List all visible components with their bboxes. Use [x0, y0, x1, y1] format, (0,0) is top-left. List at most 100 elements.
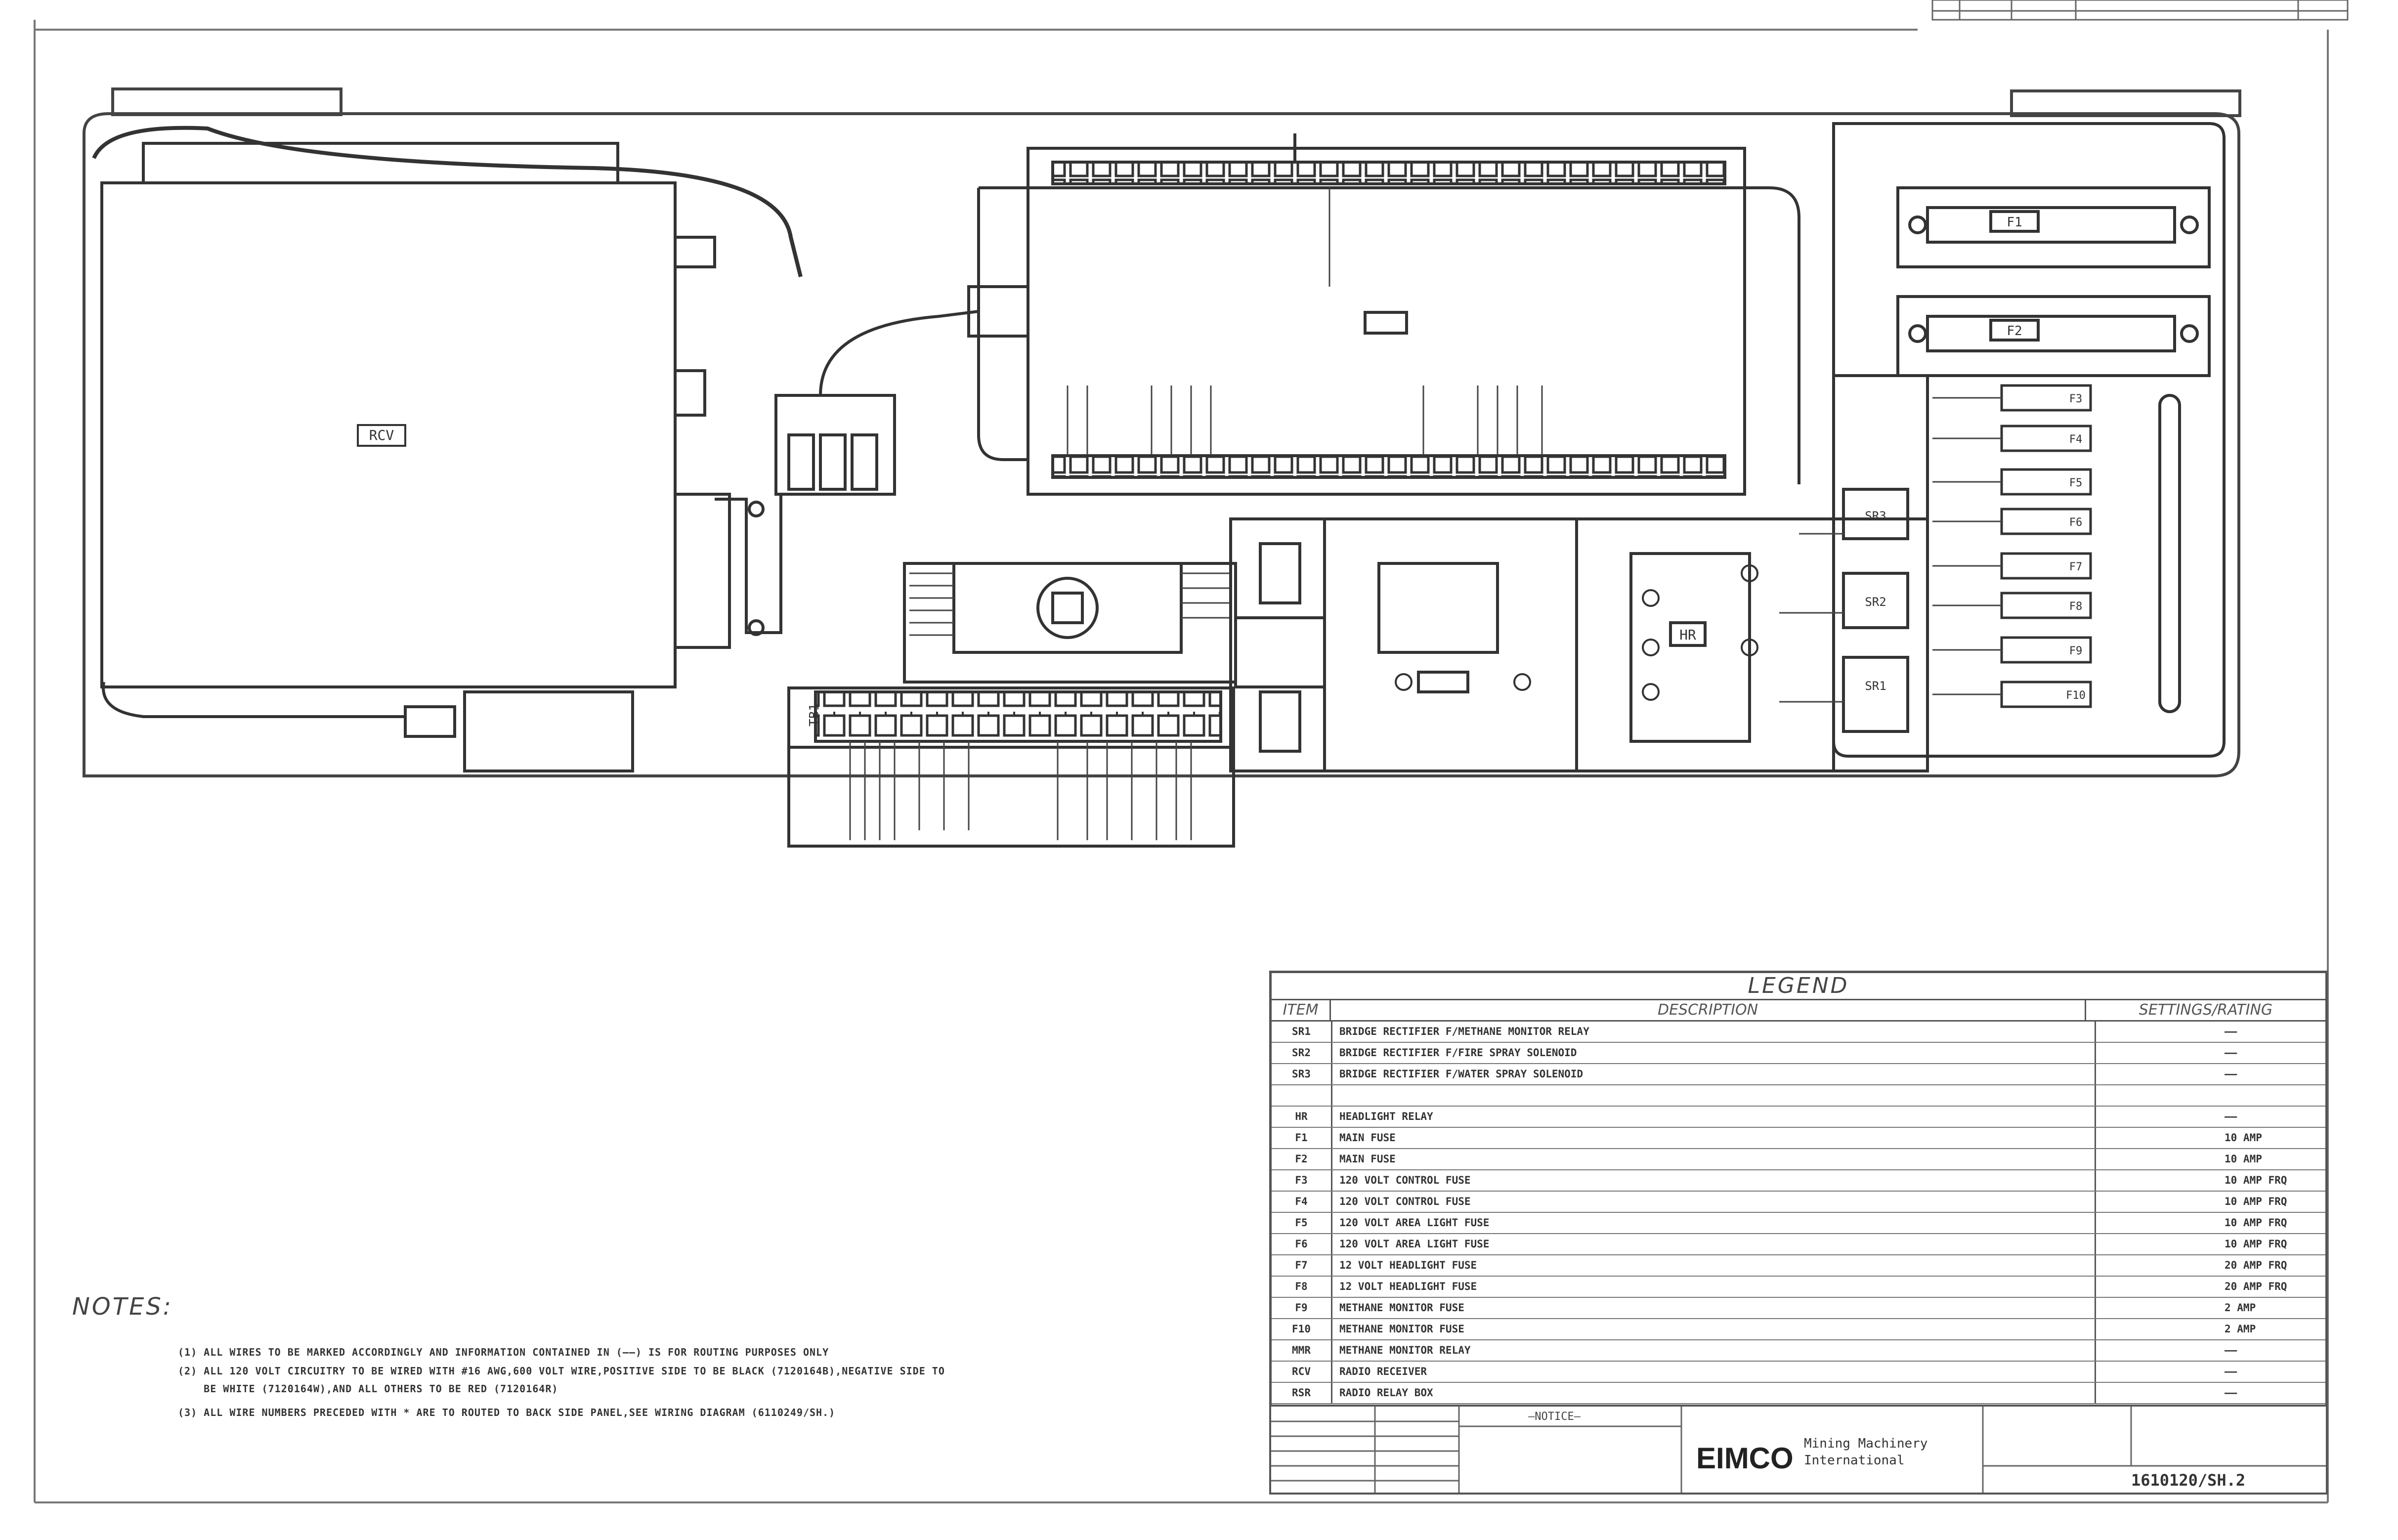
legend-setting: ——	[2225, 1366, 2237, 1377]
f10-label: F10	[2066, 689, 2086, 702]
legend-description: METHANE MONITOR FUSE	[1332, 1298, 2096, 1318]
legend-description: METHANE MONITOR FUSE	[1332, 1319, 2096, 1339]
legend-item: SR1	[1272, 1022, 1332, 1042]
legend-item: F5	[1272, 1213, 1332, 1233]
note-2-cont: BE WHITE (7120164W),AND ALL OTHERS TO BE…	[178, 1383, 558, 1395]
legend-description: HEADLIGHT RELAY	[1332, 1107, 2096, 1127]
legend-description: 12 VOLT HEADLIGHT FUSE	[1332, 1277, 2096, 1297]
legend-item: F8	[1272, 1277, 1332, 1297]
f5-label: F5	[2069, 477, 2083, 489]
legend-description: RADIO RECEIVER	[1332, 1362, 2096, 1382]
legend-description: 120 VOLT AREA LIGHT FUSE	[1332, 1213, 2096, 1233]
legend-item: F3	[1272, 1170, 1332, 1191]
bottom-terminal-strip	[787, 686, 1235, 848]
sr2-label: SR2	[1865, 595, 1886, 609]
rcv-label-box	[357, 424, 406, 447]
legend-setting: 10 AMP FRQ	[2225, 1217, 2287, 1229]
legend-item: F10	[1272, 1319, 1332, 1339]
fuse-wires	[1779, 397, 2002, 703]
f2-label: F2	[2007, 324, 2022, 339]
sr1-label: SR1	[1865, 679, 1886, 693]
legend-row	[1272, 1085, 2325, 1107]
hr-label: HR	[1679, 627, 1696, 643]
legend-item: F7	[1272, 1255, 1332, 1276]
legend-description: BRIDGE RECTIFIER F/METHANE MONITOR RELAY	[1332, 1022, 2096, 1042]
upper-module-wires	[1067, 188, 1543, 455]
note-2: (2) ALL 120 VOLT CIRCUITRY TO BE WIRED W…	[178, 1365, 945, 1377]
legend-item: SR2	[1272, 1043, 1332, 1063]
legend-description: BRIDGE RECTIFIER F/WATER SPRAY SOLENOID	[1332, 1064, 2096, 1084]
f7-label: F7	[2069, 561, 2083, 573]
left-strip-wires	[909, 572, 1231, 636]
f4-label: F4	[2069, 433, 2083, 446]
bridge-rectifiers	[1842, 488, 1909, 733]
revision-block	[1931, 0, 2349, 21]
company-line-1: Mining Machinery	[1804, 1436, 1928, 1451]
legend-item: F4	[1272, 1192, 1332, 1212]
panel-outline	[83, 87, 2241, 777]
connector-block	[715, 285, 1029, 636]
legend-description: METHANE MONITOR RELAY	[1332, 1340, 2096, 1361]
legend-item: MMR	[1272, 1340, 1332, 1361]
note-3: (3) ALL WIRE NUMBERS PRECEDED WITH * ARE…	[178, 1407, 836, 1418]
notice-title: —NOTICE—	[1528, 1411, 1581, 1423]
relay-contacts	[1395, 564, 1758, 701]
f1-label: F1	[2007, 215, 2022, 230]
f3-label: F3	[2069, 393, 2083, 405]
legend-item: F9	[1272, 1298, 1332, 1318]
company-line-2: International	[1804, 1453, 1905, 1468]
fuse-section	[1832, 122, 2226, 772]
legend-setting: 10 AMP FRQ	[2225, 1238, 2287, 1250]
legend-setting: 2 AMP	[2225, 1323, 2256, 1335]
bottom-strip-wires	[849, 741, 1192, 840]
legend-item: F1	[1272, 1128, 1332, 1148]
company-name: Mining Machinery International	[1804, 1435, 1927, 1469]
title-block-grid	[1271, 1407, 2326, 1493]
legend-description: BRIDGE RECTIFIER F/FIRE SPRAY SOLENOID	[1332, 1043, 2096, 1063]
legend-description: RADIO RELAY BOX	[1332, 1383, 2096, 1403]
sr3-label: SR3	[1865, 509, 1886, 523]
legend-setting: 2 AMP	[2225, 1302, 2256, 1314]
legend-setting: ——	[2225, 1047, 2237, 1059]
f8-label: F8	[2069, 600, 2083, 613]
note-1: (1) ALL WIRES TO BE MARKED ACCORDINGLY A…	[178, 1346, 829, 1358]
legend-item: F2	[1272, 1149, 1332, 1169]
legend-description: 120 VOLT CONTROL FUSE	[1332, 1170, 2096, 1191]
legend-setting: 20 AMP FRQ	[2225, 1281, 2287, 1292]
legend-header: ITEM DESCRIPTION SETTINGS/RATING	[1272, 1000, 2325, 1022]
legend-description: MAIN FUSE	[1332, 1149, 2096, 1169]
upper-terminal-module	[977, 133, 1800, 496]
relay-area	[1229, 517, 1929, 772]
receiver-box	[92, 126, 803, 772]
title-block: —NOTICE— EIMCO Mining Machinery Internat…	[1269, 1405, 2328, 1495]
legend-setting: ——	[2225, 1026, 2237, 1037]
legend-col-description: DESCRIPTION	[1331, 1000, 2086, 1020]
legend-item: SR3	[1272, 1064, 1332, 1084]
f6-label: F6	[2069, 516, 2083, 529]
legend-item: F6	[1272, 1234, 1332, 1254]
tb1-label: TB1	[807, 703, 822, 727]
left-terminal-strip	[903, 562, 1237, 684]
legend-setting: 10 AMP	[2225, 1132, 2262, 1144]
legend-setting: 10 AMP FRQ	[2225, 1174, 2287, 1186]
notes-title: NOTES:	[72, 1293, 173, 1321]
legend-item: RCV	[1272, 1362, 1332, 1382]
legend-description: 120 VOLT AREA LIGHT FUSE	[1332, 1234, 2096, 1254]
legend-description	[1332, 1085, 2096, 1106]
